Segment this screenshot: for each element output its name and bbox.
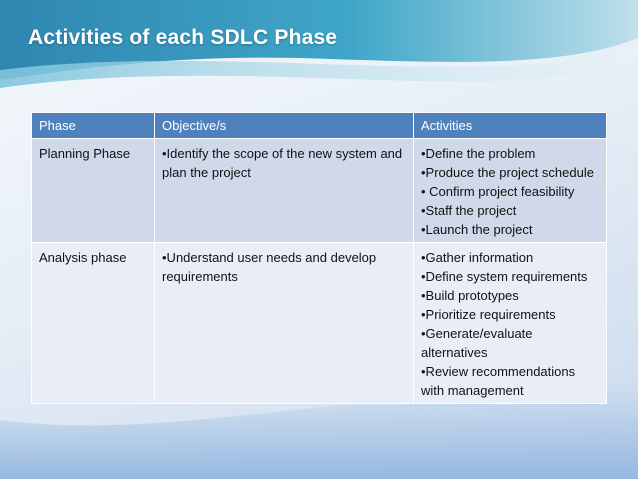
activity-item: •Review recommendations with management <box>421 364 576 398</box>
activities-cell: •Gather information •Define system requi… <box>413 242 607 404</box>
objective-cell: •Understand user needs and develop requi… <box>154 242 414 404</box>
activity-item: •Launch the project <box>421 222 533 237</box>
phase-cell: Analysis phase <box>31 242 155 404</box>
activity-item: •Build prototypes <box>421 288 519 303</box>
activity-item: •Prioritize requirements <box>421 307 556 322</box>
header-objective: Objective/s <box>154 112 414 139</box>
activity-item: •Gather information <box>421 250 534 265</box>
activity-item: •Generate/evaluate alternatives <box>421 326 533 360</box>
activity-item: •Define the problem <box>421 146 536 161</box>
header-phase: Phase <box>31 112 155 139</box>
slide-title: Activities of each SDLC Phase <box>28 26 338 49</box>
table-header-row: Phase Objective/s Activities <box>31 112 607 139</box>
table-row: Analysis phase •Understand user needs an… <box>31 242 607 404</box>
activity-item: •Staff the project <box>421 203 517 218</box>
table-row: Planning Phase •Identify the scope of th… <box>31 138 607 243</box>
objective-cell: •Identify the scope of the new system an… <box>154 138 414 243</box>
activity-item: •Define system requirements <box>421 269 588 284</box>
activity-item: •Produce the project schedule <box>421 165 594 180</box>
sdlc-table: Phase Objective/s Activities Planning Ph… <box>31 112 607 404</box>
header-activities: Activities <box>413 112 607 139</box>
activities-cell: •Define the problem •Produce the project… <box>413 138 607 243</box>
activity-item: • Confirm project feasibility <box>421 184 575 199</box>
phase-cell: Planning Phase <box>31 138 155 243</box>
